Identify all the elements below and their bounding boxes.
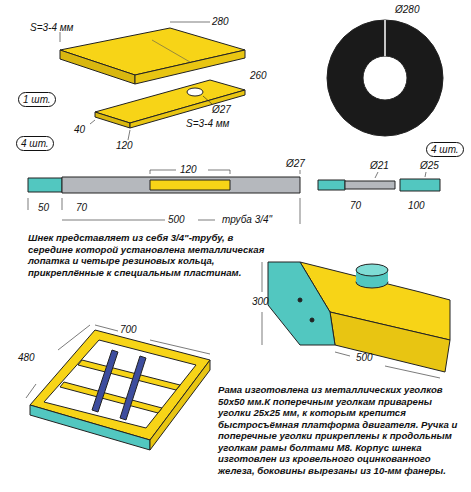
quantity-note: 4 шт. — [426, 142, 464, 157]
diameter: Ø27 — [286, 158, 305, 169]
diameter: Ø280 — [395, 4, 419, 15]
description-text: Рама изготовлена из металлических уголко… — [218, 384, 466, 476]
dimension: 100 — [408, 200, 425, 211]
dimension: 70 — [76, 202, 87, 213]
description-text: Шнек представляет из себя 3/4"-трубу, в … — [28, 232, 266, 278]
dimension: 500 — [356, 352, 373, 363]
dimension: 120 — [116, 140, 133, 151]
dimension: 280 — [212, 16, 229, 27]
quantity-note: 4 шт. — [16, 136, 54, 151]
dimension: 50 — [38, 202, 49, 213]
dimension: 70 — [350, 200, 361, 211]
thickness-note: S=3-4 мм — [186, 118, 229, 129]
dimension: 120 — [180, 164, 197, 175]
dimension: 40 — [74, 124, 85, 135]
part-note: труба 3/4" — [222, 214, 272, 225]
dimension: 700 — [120, 324, 137, 335]
dimension: 500 — [168, 214, 185, 225]
diameter: Ø25 — [420, 160, 439, 171]
diameter: Ø27 — [212, 104, 231, 115]
dimension: 300 — [252, 296, 269, 307]
quantity-note: 1 шт. — [18, 92, 56, 107]
dimension: 480 — [18, 352, 35, 363]
thickness-note: S=3-4 мм — [30, 22, 73, 33]
diameter: Ø21 — [370, 160, 389, 171]
dimension: 260 — [250, 70, 267, 81]
